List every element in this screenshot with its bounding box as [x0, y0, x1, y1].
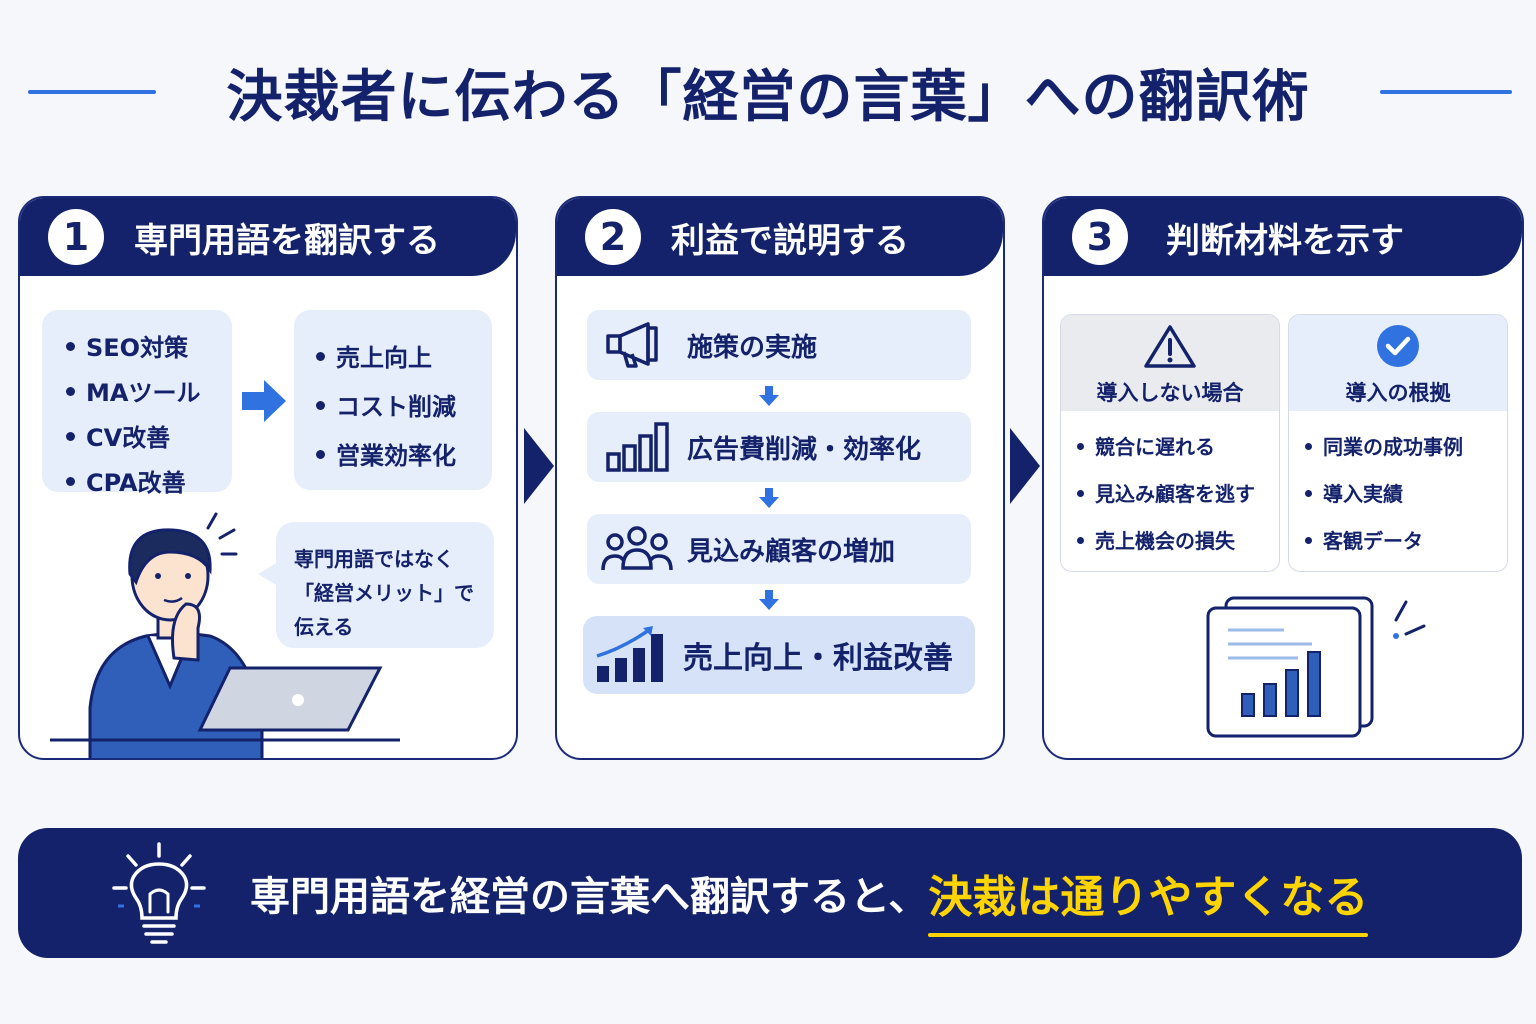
check-circle-icon: [1377, 325, 1419, 367]
flow-step: 見込み顧客の増加: [587, 514, 971, 584]
bar-chart-icon: [606, 422, 669, 472]
benefit-box: 売上向上 コスト削減 営業効率化: [294, 310, 492, 490]
conclusion-highlight: 決裁は通りやすくなる: [928, 861, 1369, 937]
benefit-item: 売上向上: [314, 338, 492, 373]
step-3-heading: 判断材料を示す: [1166, 220, 1404, 261]
flow-step-label: 施策の実施: [687, 332, 818, 363]
evidence-item: 客観データ: [1303, 525, 1507, 554]
title-area: 決裁者に伝わる「経営の言葉」への翻訳術: [0, 48, 1536, 138]
title-rule-right: [1380, 90, 1512, 94]
risk-item: 見込み顧客を逃す: [1075, 478, 1279, 507]
step-1-header: 1 専門用語を翻訳する: [20, 198, 516, 276]
megaphone-icon: [606, 322, 658, 368]
conclusion-text: 専門用語を経営の言葉へ翻訳すると、: [250, 874, 929, 920]
flow-step: 広告費削減・効率化: [587, 412, 971, 482]
flow-step-final: 売上向上・利益改善: [583, 616, 975, 694]
jargon-box: SEO対策 MAツール CV改善 CPA改善: [42, 310, 232, 497]
flow-step-label: 広告費削減・効率化: [687, 434, 922, 465]
step-connector-arrow: [1010, 428, 1040, 504]
lightbulb-icon: [112, 842, 206, 944]
flow-step-label: 売上向上・利益改善: [683, 641, 953, 676]
step-2-header: 2 利益で説明する: [557, 198, 1003, 276]
flow-step: 施策の実施: [587, 310, 971, 380]
jargon-item: MAツール: [64, 373, 232, 408]
step-2-number: 2: [585, 209, 641, 265]
evidence-card: 導入の根拠 同業の成功事例 導入実績 客観データ: [1288, 314, 1508, 572]
step-1-number: 1: [48, 209, 104, 265]
people-icon: [601, 526, 673, 571]
evidence-card-title: 導入の根拠: [1345, 381, 1451, 405]
jargon-item: CPA改善: [64, 463, 232, 498]
benefit-item: コスト削減: [314, 387, 492, 422]
conclusion-banner: 専門用語を経営の言葉へ翻訳すると、 決裁は通りやすくなる: [18, 828, 1522, 958]
step-1-panel: 1 専門用語を翻訳する SEO対策 MAツール CV改善 CPA改善 売上向上 …: [18, 196, 518, 760]
risk-card-title: 導入しない場合: [1096, 381, 1244, 405]
report-document-illustration: [1206, 596, 1426, 738]
risk-item: 売上機会の損失: [1075, 525, 1279, 554]
growth-chart-icon: [596, 626, 663, 682]
step-3-number: 3: [1072, 209, 1128, 265]
risk-card: 導入しない場合 競合に遅れる 見込み顧客を逃す 売上機会の損失: [1060, 314, 1280, 572]
jargon-item: SEO対策: [64, 328, 232, 363]
arrow-right-icon: [242, 380, 286, 422]
step-connector-arrow: [524, 428, 554, 504]
benefit-item: 営業効率化: [314, 436, 492, 471]
flow-step-label: 見込み顧客の増加: [687, 536, 896, 567]
arrow-down-icon: [759, 590, 779, 610]
speech-line: 伝える: [294, 615, 354, 639]
step-1-heading: 専門用語を翻訳する: [134, 220, 440, 261]
speech-line: 「経営メリット」で: [294, 581, 474, 605]
speech-bubble: 専門用語ではなく 「経営メリット」で 伝える: [258, 522, 494, 648]
page-title: 決裁者に伝わる「経営の言葉」への翻訳術: [226, 65, 1310, 130]
jargon-item: CV改善: [64, 418, 232, 453]
businessman-illustration: [50, 512, 400, 758]
warning-icon: [1144, 325, 1196, 368]
evidence-item: 同業の成功事例: [1303, 431, 1507, 460]
evidence-item: 導入実績: [1303, 478, 1507, 507]
step-3-header: 3 判断材料を示す: [1044, 198, 1522, 276]
arrow-down-icon: [759, 386, 779, 406]
speech-line: 専門用語ではなく: [294, 547, 454, 571]
step-2-panel: 2 利益で説明する 施策の実施: [555, 196, 1005, 760]
risk-item: 競合に遅れる: [1075, 431, 1279, 460]
step-3-panel: 3 判断材料を示す 導入しない場合 競合に遅れる 見込み顧客を逃す 売上機会の損…: [1042, 196, 1524, 760]
arrow-down-icon: [759, 488, 779, 508]
step-2-heading: 利益で説明する: [671, 220, 909, 261]
title-rule-left: [28, 90, 156, 94]
